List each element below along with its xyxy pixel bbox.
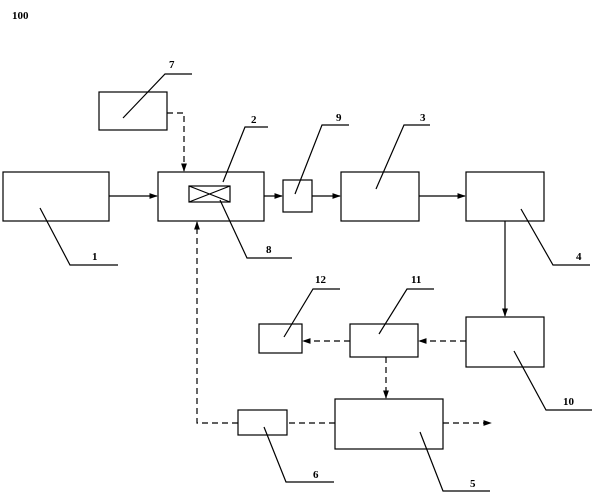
block-12 [258,323,303,354]
block-1 [2,171,110,222]
label-10: 10 [563,396,575,408]
leader-3 [375,124,430,190]
leader-10 [513,350,592,411]
leader-6 [263,426,334,483]
block-9 [282,179,313,213]
block-11 [349,323,419,358]
leader-4 [520,208,590,266]
block-4 [465,171,545,222]
label-2: 2 [251,114,257,126]
label-5: 5 [470,478,476,490]
label-7: 7 [169,59,175,71]
block-10 [465,316,545,368]
leader-5 [419,431,490,492]
label-9: 9 [336,112,342,124]
label-12: 12 [315,274,327,286]
dashed-6-to-2 [194,221,238,424]
label-4: 4 [576,251,582,263]
label-11: 11 [411,274,421,286]
block-7 [98,91,168,131]
block-8-cross-b [188,185,231,203]
leader-2 [222,126,268,183]
block-6 [237,409,288,436]
block-3 [340,171,420,222]
label-3: 3 [420,112,426,124]
label-8: 8 [266,244,272,256]
leader-11 [378,288,434,335]
leader-7 [122,73,192,119]
dashed-7-to-2 [167,112,187,172]
leader-12 [283,288,340,338]
label-6: 6 [313,469,319,481]
label-1: 1 [92,251,98,263]
leader-1 [39,207,118,266]
figure-number: 100 [12,10,29,22]
leader-8 [219,199,292,259]
leader-9 [294,124,349,195]
block-5 [334,398,444,450]
